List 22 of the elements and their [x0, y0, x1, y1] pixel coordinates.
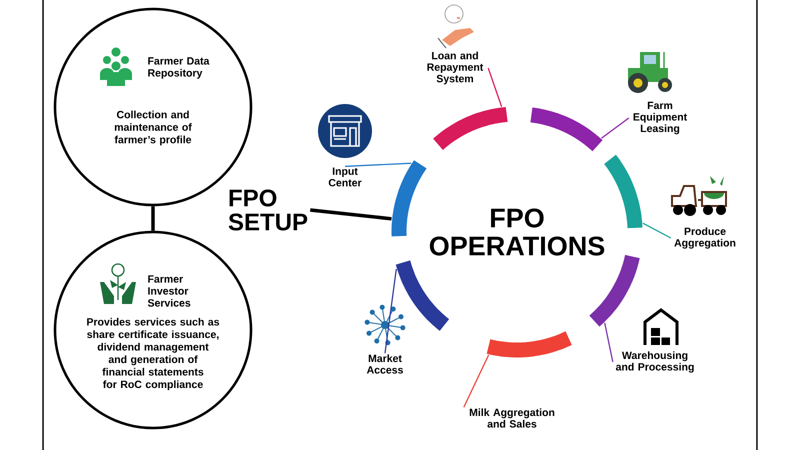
item-label: Loan and Repayment System: [427, 52, 484, 84]
item-label: Warehousing and Processing: [616, 351, 694, 373]
connector-line: [151, 206, 155, 231]
section-title: FPO OPERATIONS: [430, 208, 604, 256]
item-label: Produce Aggregation: [674, 227, 736, 249]
leader-line: [463, 354, 490, 408]
heading: Farmer Data Repository: [148, 57, 210, 79]
item-label: Milk Aggregation and Sales: [470, 408, 554, 428]
section-title: FPO SETUP: [228, 190, 308, 230]
leader-line: [642, 222, 672, 239]
description: Collection and maintenance of farmer’s profile: [114, 110, 192, 146]
item-label: Input Center: [328, 168, 362, 186]
heading: Farmer Investor Services: [148, 275, 190, 307]
leader-line: [488, 68, 502, 107]
leader-line: [344, 162, 412, 167]
leader-line: [384, 268, 397, 354]
connector-line: [310, 208, 392, 221]
leader-line: [601, 118, 630, 139]
leader-line: [604, 322, 614, 362]
description: Provides services such as share certificate issuance, dividend management and generation of financial statements for RoC compliance: [87, 318, 220, 390]
item-label: Farm Equipment Leasing: [634, 102, 687, 134]
item-label: Market Access: [366, 354, 403, 374]
